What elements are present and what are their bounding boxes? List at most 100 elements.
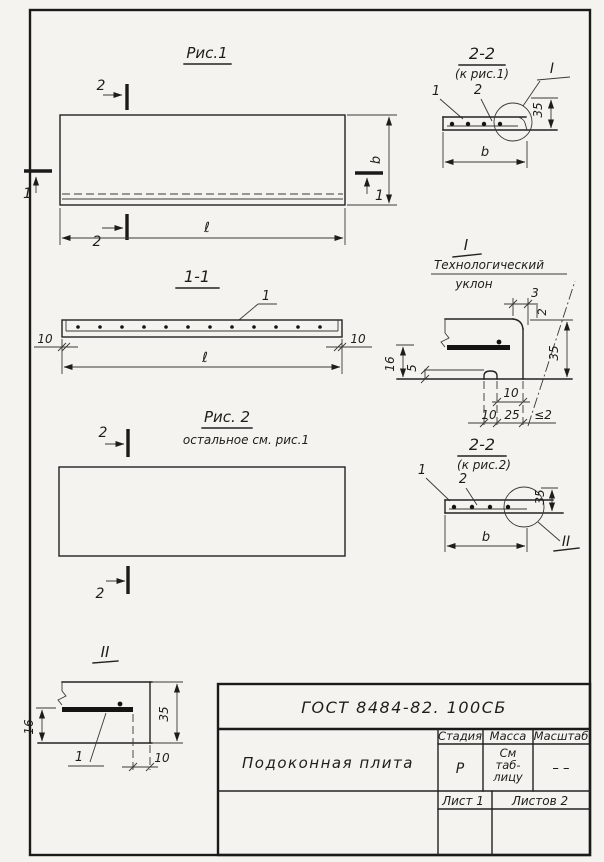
rebar-dot bbox=[469, 504, 475, 510]
figure2-plan: Рис. 2 остальное см. рис.1 2 2 bbox=[58, 408, 346, 602]
dim-tick bbox=[492, 418, 502, 428]
dim-label-b: b bbox=[481, 145, 489, 160]
dim-tick bbox=[518, 397, 528, 407]
leader-line bbox=[439, 98, 464, 120]
detail-title: I bbox=[464, 236, 469, 254]
leader-line bbox=[522, 80, 541, 107]
section-2-2-fig1: 2-2 (к рис.1) I 1 2 35 b bbox=[432, 44, 571, 168]
detail-ref-underline bbox=[536, 76, 571, 81]
cut-mark-label: 2 bbox=[97, 78, 106, 94]
dim-label-25: 25 bbox=[504, 408, 519, 422]
detail-callout-circle bbox=[503, 486, 545, 528]
rebar-dots bbox=[76, 325, 322, 329]
dim-tick bbox=[479, 418, 489, 428]
slope-note-line1: Технологический bbox=[434, 258, 544, 272]
plate-outline bbox=[61, 319, 343, 338]
slope-note-line2: уклон bbox=[454, 277, 492, 291]
figure2-title: Рис. 2 bbox=[204, 408, 250, 426]
break-symbol bbox=[440, 332, 450, 348]
column-stage: Стадия bbox=[438, 729, 482, 743]
rebar-dot bbox=[465, 121, 471, 127]
dim-label-16: 16 bbox=[22, 719, 36, 735]
dim-label-slope: ≤2 bbox=[534, 408, 552, 422]
title-block-outline bbox=[216, 682, 592, 857]
detail-ref-label: II bbox=[562, 534, 570, 550]
leader-line bbox=[537, 521, 561, 542]
nose-profile bbox=[517, 116, 528, 131]
dim-label-35: 35 bbox=[547, 345, 561, 360]
dim-label-10: 10 bbox=[154, 751, 170, 765]
dim-label-b: b bbox=[482, 530, 490, 545]
detail-ref-label: I bbox=[550, 61, 554, 77]
dim-tick bbox=[523, 299, 533, 309]
dim-tick bbox=[61, 342, 71, 352]
detail-callout-circle bbox=[493, 102, 533, 142]
drip-groove bbox=[483, 370, 498, 380]
section-1-1: 1-1 1 10 10 ℓ bbox=[34, 267, 372, 374]
dim-tick bbox=[333, 342, 343, 352]
rebar-dot bbox=[117, 701, 123, 707]
pos-label-2: 2 bbox=[474, 83, 482, 98]
dim-label-16: 16 bbox=[383, 356, 397, 372]
detail-title-underline bbox=[92, 660, 119, 664]
detail-title: II bbox=[101, 643, 110, 661]
dim-label-l: ℓ bbox=[201, 350, 208, 366]
rebar-dot bbox=[496, 339, 502, 345]
column-scale: Масштаб bbox=[534, 729, 589, 743]
slope-line bbox=[527, 280, 576, 427]
section-title: 2-2 bbox=[469, 435, 495, 454]
dim-tick bbox=[420, 365, 430, 375]
rebar-dot bbox=[449, 121, 455, 127]
plate-outline bbox=[58, 466, 346, 557]
detail-ref-underline bbox=[553, 547, 580, 552]
cut-mark-label: 1 bbox=[375, 188, 384, 204]
pos-label-1: 1 bbox=[418, 463, 426, 478]
dim-label-3: 3 bbox=[531, 286, 539, 300]
section-2-2-fig2: 2-2 (к рис.2) 1 2 II 35 b bbox=[418, 435, 580, 552]
detail-title-underline bbox=[452, 253, 482, 258]
detail-I: I Технологический уклон 3 2 35 bbox=[383, 236, 576, 428]
dim-tick bbox=[508, 299, 518, 309]
dim-tick bbox=[128, 762, 138, 772]
dim-label-2: 2 bbox=[535, 308, 549, 315]
rebar-dot bbox=[481, 121, 487, 127]
rebar-dot bbox=[497, 121, 503, 127]
dim-tick bbox=[518, 418, 528, 428]
stage-value: Р bbox=[456, 761, 465, 777]
mass-value-line2: таб- bbox=[496, 758, 521, 772]
dim-label-b: b bbox=[369, 156, 384, 164]
sheet-number: Лист 1 bbox=[441, 794, 484, 808]
cut-mark-label: 2 bbox=[93, 234, 102, 250]
dim-tick bbox=[145, 762, 155, 772]
section-title: 1-1 bbox=[184, 267, 210, 286]
edge-corner bbox=[512, 318, 524, 330]
rebar-bar bbox=[447, 345, 510, 350]
drawing-name: Подоконная плита bbox=[242, 754, 414, 772]
cut-mark-label: 2 bbox=[99, 425, 108, 441]
mass-value-line3: лицу bbox=[492, 770, 523, 784]
figure1-title: Рис.1 bbox=[186, 44, 227, 62]
column-mass: Масса bbox=[490, 729, 527, 743]
title-block: ГОСТ 8484-82. 100СБ Подоконная плита Ста… bbox=[216, 682, 592, 857]
section-subtitle: (к рис.1) bbox=[455, 67, 509, 81]
dim-label-35: 35 bbox=[531, 102, 545, 117]
pos-label-2: 2 bbox=[459, 472, 467, 487]
sheet-count: Листов 2 bbox=[511, 794, 568, 808]
figure2-subtitle: остальное см. рис.1 bbox=[183, 433, 309, 447]
pos-label-1: 1 bbox=[262, 289, 270, 304]
dim-label-l: ℓ bbox=[203, 220, 210, 236]
section-subtitle: (к рис.2) bbox=[457, 458, 511, 472]
cut-mark-label: 2 bbox=[96, 586, 105, 602]
figure1-plan: Рис.1 2 2 1 1 b ℓ bbox=[23, 44, 397, 250]
plate-outline bbox=[59, 114, 346, 206]
rebar-bar bbox=[62, 707, 133, 712]
document-number: ГОСТ 8484-82. 100СБ bbox=[301, 698, 507, 717]
dim-label-10: 10 bbox=[350, 332, 366, 346]
leader-line bbox=[238, 303, 259, 321]
leader-line bbox=[89, 712, 107, 763]
dim-label-10: 10 bbox=[503, 386, 519, 400]
dim-tick bbox=[492, 397, 502, 407]
rebar-dot bbox=[451, 504, 457, 510]
dim-tick bbox=[420, 374, 430, 384]
